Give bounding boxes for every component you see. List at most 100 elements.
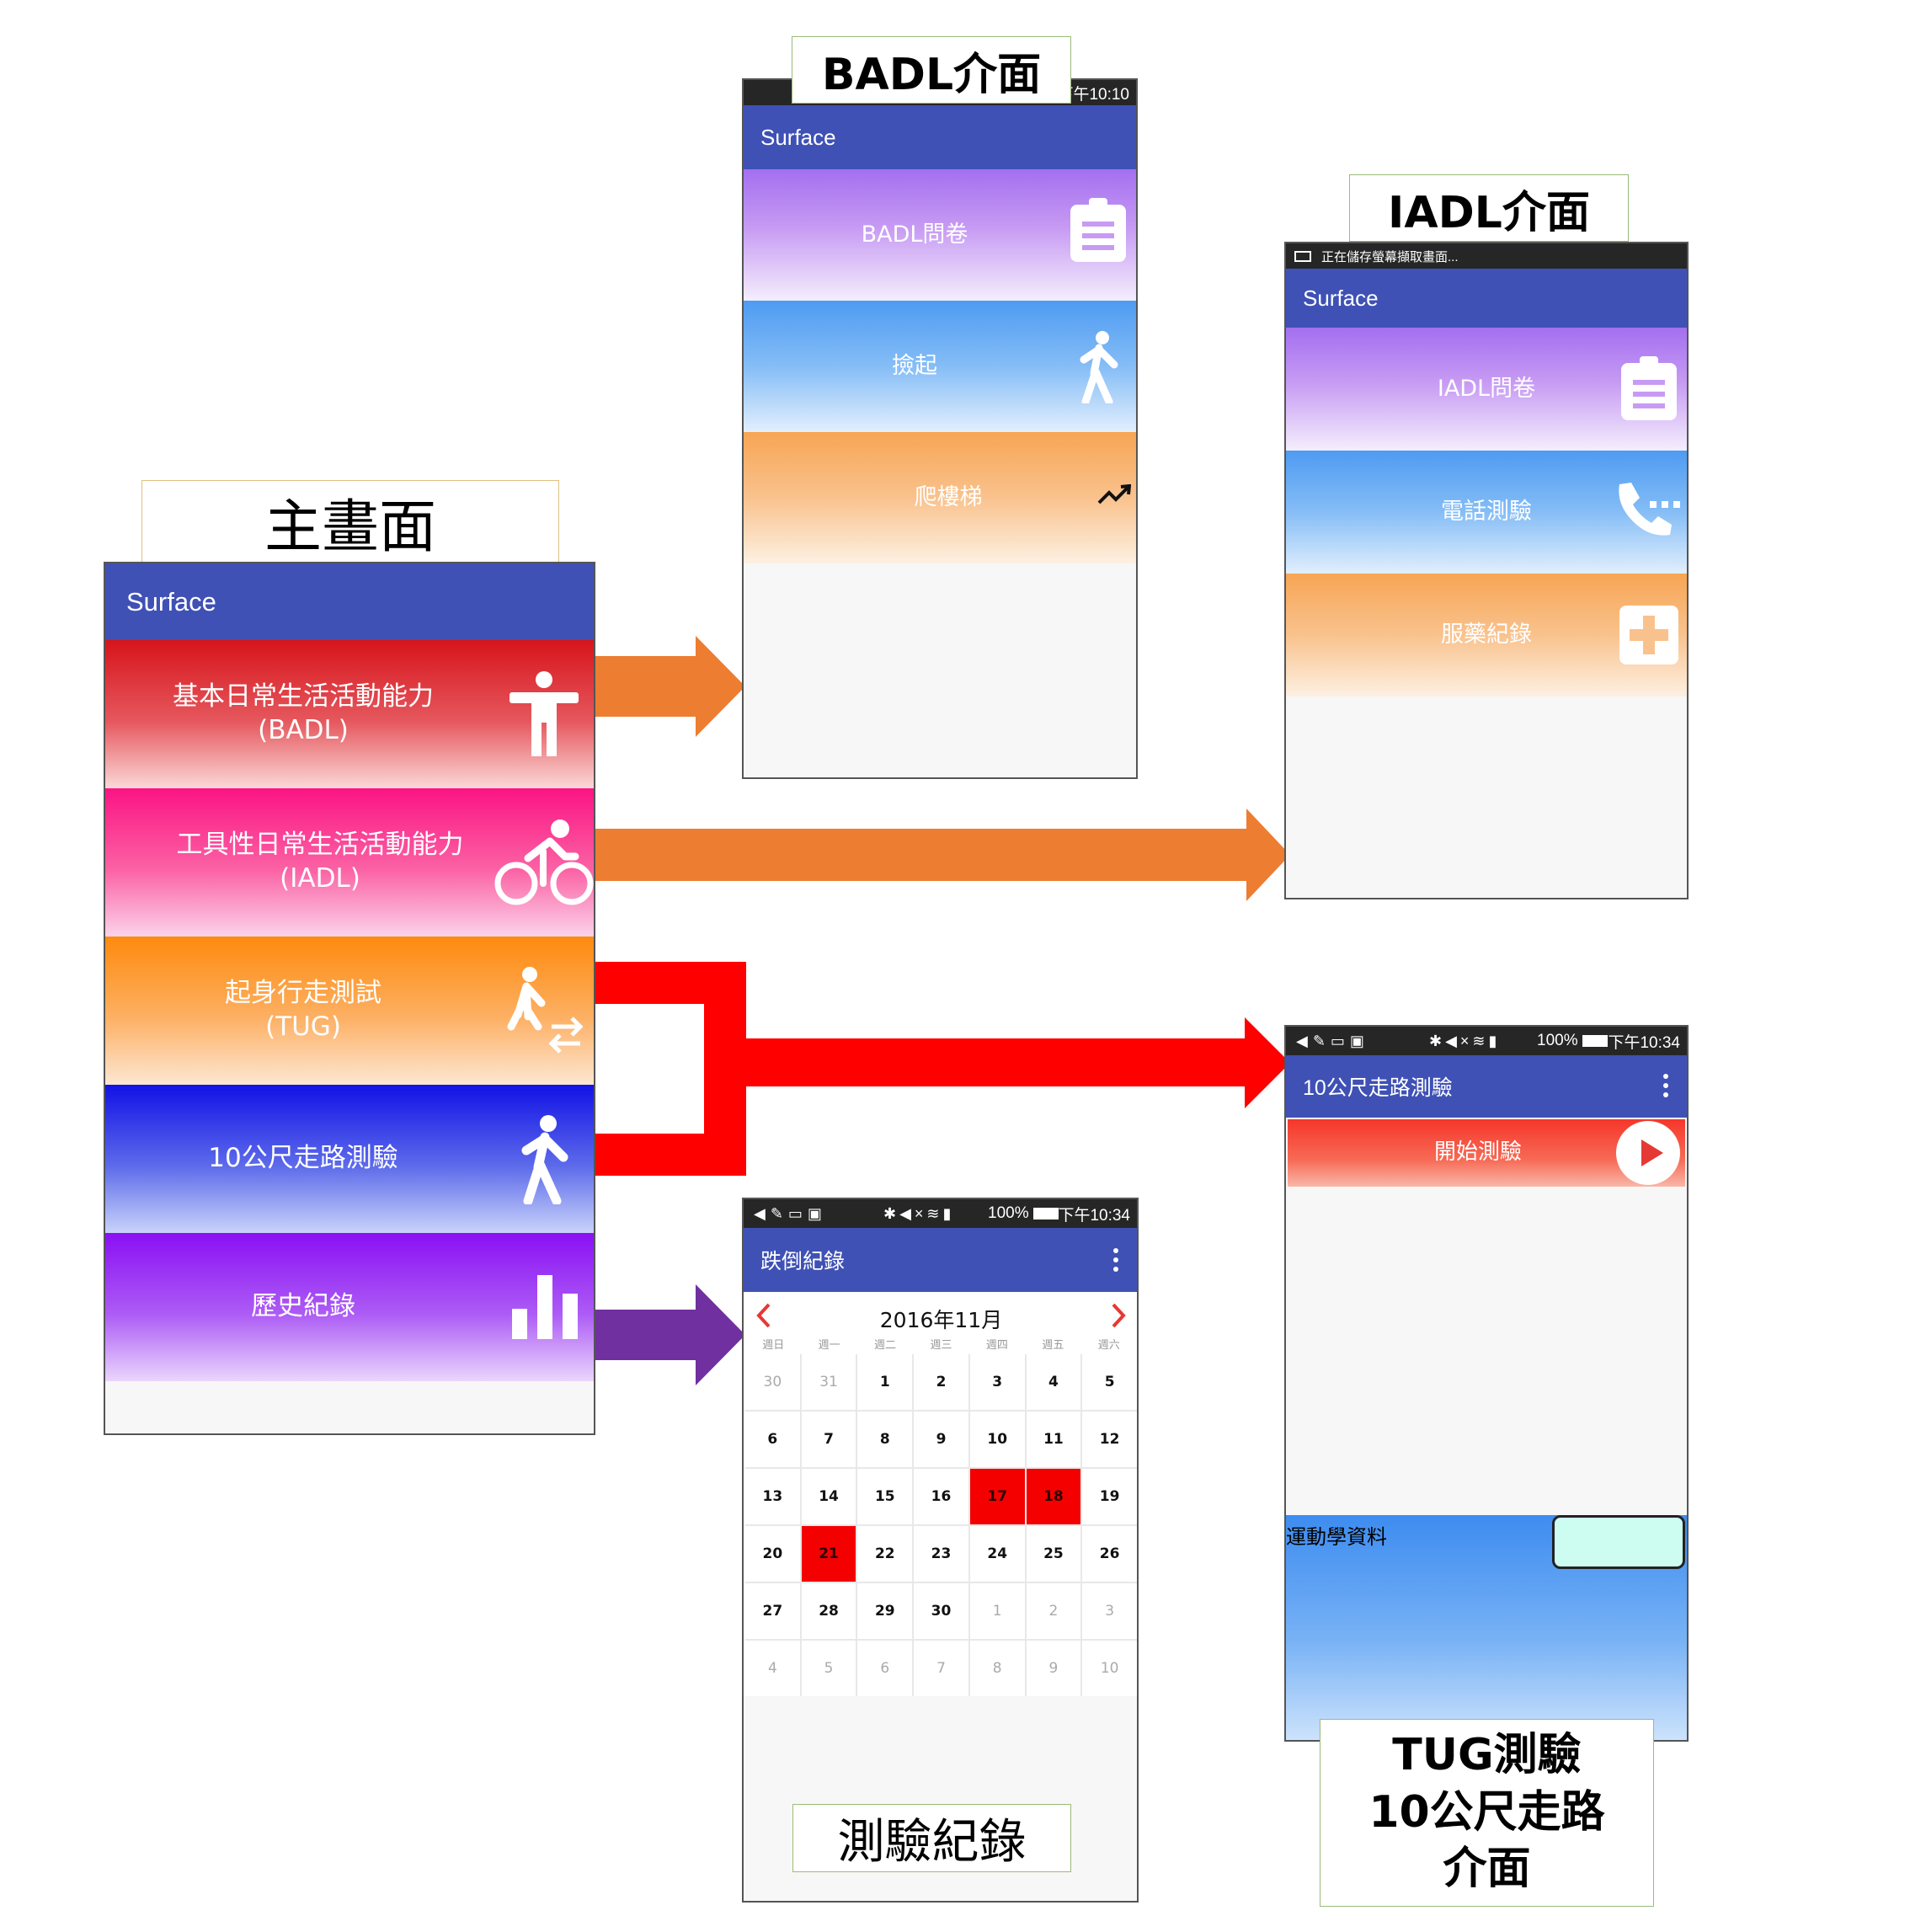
menu-item-badl[interactable]: 基本日常生活活動能力 (BADL) — [105, 640, 594, 788]
calendar-day[interactable]: 7 — [914, 1641, 968, 1696]
status-icons: ◀✎▭▣ — [754, 1204, 827, 1222]
walking-person-icon — [515, 1115, 574, 1204]
bracket-vertical — [704, 962, 746, 1176]
app-title: Surface — [1303, 285, 1379, 311]
screenshot-icon — [1294, 250, 1311, 262]
calendar-day-fall-recorded[interactable]: 17 — [969, 1469, 1025, 1524]
menu-item-label: 工具性日常生活活動能力 (IADL) — [176, 830, 464, 894]
caption-tug: TUG測驗 10公尺走路 介面 — [1320, 1719, 1654, 1907]
item-label: 電話測驗 — [1441, 498, 1532, 525]
status-battery: 100% — [988, 1204, 1029, 1222]
calendar-day[interactable]: 4 — [745, 1641, 800, 1696]
phone-test-item[interactable]: 電話測驗 — [1286, 451, 1687, 574]
calendar-day[interactable]: 13 — [745, 1469, 800, 1524]
calendar-day[interactable]: 5 — [801, 1641, 856, 1696]
calendar-day[interactable]: 5 — [1082, 1354, 1137, 1410]
caption-records: 測驗紀錄 — [792, 1804, 1071, 1872]
calendar-day[interactable]: 31 — [801, 1354, 856, 1410]
menu-item-tug[interactable]: 起身行走測試 (TUG) — [105, 937, 594, 1085]
calendar-day[interactable]: 28 — [801, 1583, 856, 1639]
calendar-day[interactable]: 8 — [857, 1412, 913, 1467]
status-icons: ◀✎▭▣ — [1296, 1032, 1369, 1049]
kinematics-data-field[interactable] — [1552, 1515, 1685, 1569]
walking-person-icon — [1075, 331, 1121, 403]
battery-icon — [1033, 1208, 1059, 1220]
overflow-menu-icon[interactable] — [1663, 1074, 1668, 1097]
calendar-day[interactable]: 26 — [1082, 1526, 1137, 1582]
calendar-day[interactable]: 8 — [969, 1641, 1025, 1696]
tug-app-bar: 10公尺走路測驗 — [1286, 1055, 1687, 1118]
weekday-label: 週三 — [930, 1339, 952, 1352]
calendar-day[interactable]: 2 — [1026, 1583, 1081, 1639]
calendar-day[interactable]: 3 — [969, 1354, 1025, 1410]
calendar-day[interactable]: 30 — [914, 1583, 968, 1639]
calendar-day[interactable]: 27 — [745, 1583, 800, 1639]
calendar-day[interactable]: 6 — [745, 1412, 800, 1467]
menu-item-history[interactable]: 歷史紀錄 — [105, 1233, 594, 1381]
status-time: 下午10:34 — [1608, 1033, 1680, 1052]
caption-badl: BADL介面 — [792, 36, 1071, 104]
start-test-button[interactable]: 開始測驗 — [1288, 1119, 1685, 1187]
calendar-day[interactable]: 22 — [857, 1526, 913, 1582]
item-label: BADL問卷 — [861, 221, 968, 248]
calendar-day[interactable]: 16 — [914, 1469, 968, 1524]
calendar-day[interactable]: 3 — [1082, 1583, 1137, 1639]
calendar-day[interactable]: 15 — [857, 1469, 913, 1524]
calendar-day[interactable]: 4 — [1026, 1354, 1081, 1410]
status-text: 正在儲存螢幕擷取畫面... — [1321, 249, 1459, 264]
calendar-day[interactable]: 6 — [857, 1641, 913, 1696]
item-label: 撿起 — [892, 352, 937, 379]
calendar-day[interactable]: 29 — [857, 1583, 913, 1639]
bar-chart-icon — [510, 1273, 579, 1341]
calendar-day[interactable]: 1 — [969, 1583, 1025, 1639]
calendar-day[interactable]: 19 — [1082, 1469, 1137, 1524]
status-indicators: ✱◀×≋▮ — [883, 1204, 955, 1222]
calendar-day[interactable]: 25 — [1026, 1526, 1081, 1582]
calendar-day[interactable]: 1 — [857, 1354, 913, 1410]
calendar-day[interactable]: 30 — [745, 1354, 800, 1410]
calendar-day[interactable]: 10 — [969, 1412, 1025, 1467]
caption-iadl: IADL介面 — [1349, 174, 1629, 242]
prev-month-icon[interactable] — [755, 1302, 772, 1332]
menu-item-iadl[interactable]: 工具性日常生活活動能力 (IADL) — [105, 788, 594, 937]
calendar-day[interactable]: 14 — [801, 1469, 856, 1524]
main-app-bar: Surface — [105, 563, 594, 640]
menu-item-10m-walk[interactable]: 10公尺走路測驗 — [105, 1085, 594, 1233]
trending-up-icon — [1097, 484, 1131, 506]
weekday-label: 週五 — [1042, 1339, 1064, 1352]
app-title: Surface — [760, 124, 836, 150]
pick-up-item[interactable]: 撿起 — [744, 301, 1136, 432]
menu-item-label: 起身行走測試 (TUG) — [225, 978, 381, 1042]
calendar-day[interactable]: 23 — [914, 1526, 968, 1582]
calendar-day[interactable]: 20 — [745, 1526, 800, 1582]
weekday-label: 週一 — [818, 1339, 840, 1352]
weekday-label: 週六 — [1097, 1339, 1120, 1352]
weekday-row: 週日週一週二週三週四週五週六 — [745, 1336, 1137, 1352]
next-month-icon[interactable] — [1110, 1302, 1127, 1332]
calendar-day[interactable]: 7 — [801, 1412, 856, 1467]
calendar-day[interactable]: 12 — [1082, 1412, 1137, 1467]
item-label: IADL問卷 — [1437, 375, 1536, 402]
badl-questionnaire-item[interactable]: BADL問卷 — [744, 169, 1136, 301]
standing-person-icon — [506, 670, 582, 757]
calendar-day[interactable]: 2 — [914, 1354, 968, 1410]
climb-stairs-item[interactable]: 爬樓梯 — [744, 432, 1136, 563]
status-bar: 正在儲存螢幕擷取畫面... — [1286, 243, 1687, 269]
status-time: 下午10:10 — [1057, 85, 1129, 104]
medication-record-item[interactable]: 服藥紀錄 — [1286, 574, 1687, 696]
calendar-day[interactable]: 10 — [1082, 1641, 1137, 1696]
status-time: 下午10:34 — [1058, 1206, 1130, 1225]
arrow-to-badl — [595, 636, 745, 737]
calendar-day[interactable]: 9 — [914, 1412, 968, 1467]
calendar-day[interactable]: 9 — [1026, 1641, 1081, 1696]
iadl-questionnaire-item[interactable]: IADL問卷 — [1286, 328, 1687, 451]
calendar-day[interactable]: 11 — [1026, 1412, 1081, 1467]
item-label: 服藥紀錄 — [1441, 621, 1532, 648]
overflow-menu-icon[interactable] — [1113, 1248, 1118, 1272]
calendar-day-fall-recorded[interactable]: 18 — [1026, 1469, 1081, 1524]
calendar-day[interactable]: 24 — [969, 1526, 1025, 1582]
clipboard-icon — [1069, 196, 1128, 264]
calendar-day-fall-recorded[interactable]: 21 — [801, 1526, 856, 1582]
play-icon — [1614, 1119, 1682, 1187]
weekday-label: 週四 — [985, 1339, 1008, 1352]
